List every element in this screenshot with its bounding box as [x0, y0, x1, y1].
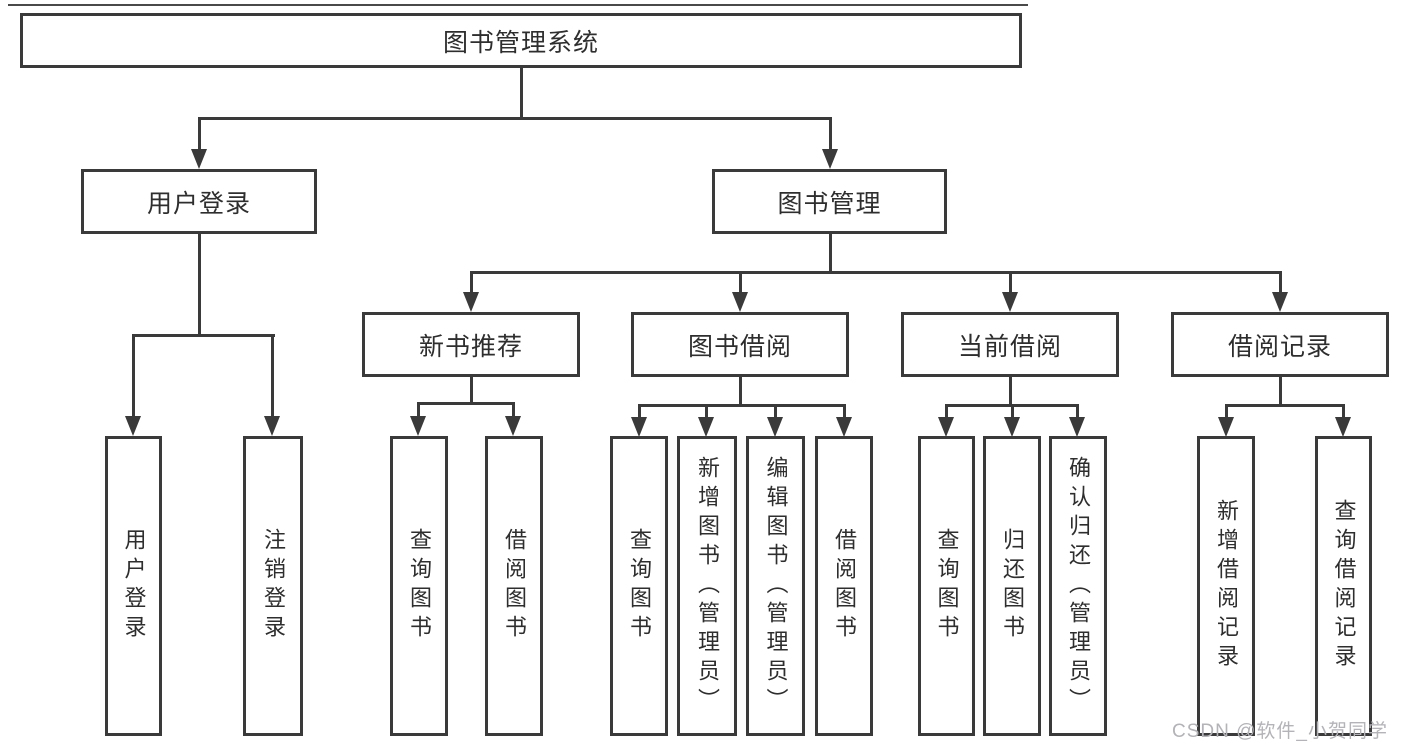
connector-branch-leaf-logout	[271, 334, 274, 418]
leaf-user-login-label: 用户登录	[121, 528, 147, 644]
connector-branch-leaf-user-login	[132, 334, 135, 418]
node-root: 图书管理系统	[20, 13, 1022, 68]
arrowhead-book-management	[822, 149, 838, 169]
connector-branch-br-add	[1225, 404, 1228, 420]
arrowhead-br-add-record	[1218, 417, 1234, 437]
connector-branch-bb-add	[705, 404, 708, 418]
node-book-borrowing-label: 图书借阅	[687, 332, 792, 361]
connector-new-book-splitter	[417, 402, 515, 405]
connector-book-mgmt-stem	[829, 234, 832, 274]
leaf-return-books: 归还图书	[983, 436, 1041, 736]
connector-current-borrowing-stem	[1009, 377, 1012, 407]
leaf-return-books-label: 归还图书	[1000, 528, 1025, 644]
arrowhead-leaf-user-login	[125, 416, 141, 436]
connector-branch-cb-return	[1011, 404, 1014, 418]
leaf-current-query-books: 查询图书	[918, 436, 975, 736]
connector-new-book-stem	[470, 377, 473, 405]
arrowhead-bb-query-books	[631, 417, 647, 437]
arrowhead-br-query-record	[1335, 417, 1351, 437]
leaf-borrowing-query-books-label: 查询图书	[627, 528, 652, 644]
connector-branch-new-book	[470, 271, 473, 294]
csdn-watermark: CSDN @软件_小贺同学	[1172, 721, 1388, 742]
top-border-line	[8, 4, 1028, 6]
leaf-add-borrow-record: 新增借阅记录	[1197, 436, 1255, 736]
connector-branch-current-borrowing	[1009, 271, 1012, 294]
leaf-confirm-return-admin-label: 确认归还（管理员）	[1066, 455, 1091, 717]
leaf-confirm-return-admin: 确认归还（管理员）	[1049, 436, 1107, 736]
arrowhead-cb-query-books	[938, 417, 954, 437]
node-user-login-label: 用户登录	[146, 189, 251, 218]
connector-branch-book-borrowing	[739, 271, 742, 294]
connector-borrowing-records-splitter	[1225, 404, 1344, 407]
arrowhead-borrowing-records	[1272, 292, 1288, 312]
connector-branch-cb-confirm	[1076, 404, 1079, 418]
arrowhead-new-book-recommend	[463, 292, 479, 312]
arrowhead-rec-query-books	[410, 416, 426, 436]
node-root-label: 图书管理系统	[442, 28, 599, 57]
node-borrowing-records-label: 借阅记录	[1227, 332, 1332, 361]
arrowhead-cb-return-books	[1004, 417, 1020, 437]
arrowhead-leaf-logout	[264, 416, 280, 436]
connector-book-mgmt-splitter	[470, 271, 1281, 274]
connector-root-branch-left	[198, 117, 201, 151]
node-book-management-label: 图书管理	[777, 189, 882, 218]
leaf-recommend-borrow-books-label: 借阅图书	[502, 528, 527, 644]
arrowhead-rec-borrow-books	[505, 416, 521, 436]
connector-branch-bb-query	[638, 404, 641, 418]
arrowhead-current-borrowing	[1002, 292, 1018, 312]
leaf-borrowing-query-books: 查询图书	[610, 436, 668, 736]
node-new-book-recommend: 新书推荐	[362, 312, 580, 377]
connector-book-borrowing-stem	[739, 377, 742, 407]
arrowhead-user-login	[191, 149, 207, 169]
connector-user-login-splitter	[133, 334, 275, 337]
leaf-edit-books-admin: 编辑图书（管理员）	[746, 436, 805, 736]
leaf-recommend-borrow-books: 借阅图书	[485, 436, 543, 736]
leaf-borrowing-borrow-books-label: 借阅图书	[832, 528, 857, 644]
leaf-logout: 注销登录	[243, 436, 303, 736]
leaf-query-borrow-record: 查询借阅记录	[1315, 436, 1372, 736]
connector-branch-borrowing-records	[1279, 271, 1282, 294]
connector-branch-rec-borrow	[512, 402, 515, 418]
leaf-user-login: 用户登录	[105, 436, 162, 736]
arrowhead-bb-borrow-books	[836, 417, 852, 437]
arrowhead-book-borrowing	[732, 292, 748, 312]
node-user-login: 用户登录	[81, 169, 317, 234]
connector-root-splitter	[198, 117, 831, 120]
leaf-logout-label: 注销登录	[261, 528, 286, 644]
node-current-borrowing: 当前借阅	[901, 312, 1119, 377]
connector-branch-bb-edit	[774, 404, 777, 418]
connector-borrowing-records-stem	[1279, 377, 1282, 407]
node-book-borrowing: 图书借阅	[631, 312, 849, 377]
connector-branch-cb-query	[945, 404, 948, 418]
arrowhead-bb-add-books	[698, 417, 714, 437]
leaf-recommend-query-books: 查询图书	[390, 436, 448, 736]
connector-branch-bb-borrow	[843, 404, 846, 418]
leaf-add-books-admin: 新增图书（管理员）	[677, 436, 737, 736]
leaf-add-books-admin-label: 新增图书（管理员）	[695, 455, 720, 717]
node-current-borrowing-label: 当前借阅	[957, 332, 1062, 361]
connector-branch-rec-query	[417, 402, 420, 418]
leaf-recommend-query-books-label: 查询图书	[407, 528, 432, 644]
connector-root-stem	[520, 68, 523, 118]
leaf-add-borrow-record-label: 新增借阅记录	[1214, 499, 1239, 673]
connector-book-borrowing-splitter	[638, 404, 846, 407]
connector-root-branch-right	[829, 117, 832, 151]
connector-branch-br-query	[1342, 404, 1345, 420]
node-borrowing-records: 借阅记录	[1171, 312, 1389, 377]
connector-user-login-stem	[198, 234, 201, 335]
leaf-current-query-books-label: 查询图书	[934, 528, 960, 644]
arrowhead-bb-edit-books	[767, 417, 783, 437]
leaf-query-borrow-record-label: 查询借阅记录	[1331, 499, 1357, 673]
arrowhead-cb-confirm-return	[1069, 417, 1085, 437]
node-new-book-recommend-label: 新书推荐	[418, 332, 523, 361]
leaf-edit-books-admin-label: 编辑图书（管理员）	[763, 455, 789, 717]
node-book-management: 图书管理	[712, 169, 947, 234]
leaf-borrowing-borrow-books: 借阅图书	[815, 436, 873, 736]
